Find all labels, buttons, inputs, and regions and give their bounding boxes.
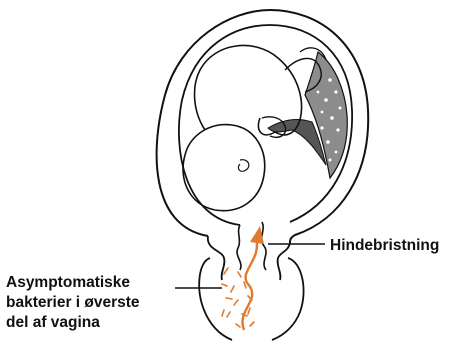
label-bacteria-line3: del af vagina (6, 313, 140, 333)
cervix-inner-right (262, 222, 266, 270)
cervix-inner-left (237, 225, 241, 270)
bacteria (222, 268, 254, 327)
label-bacteria-line2: bakterier i øverste (6, 293, 140, 313)
placenta (305, 52, 347, 178)
label-bacteria: Asymptomatiske bakterier i øverste del a… (6, 273, 140, 333)
fetus-ear (238, 160, 248, 172)
label-membrane-rupture: Hindebristning (330, 236, 439, 256)
cervix-left (208, 236, 225, 280)
label-membrane-rupture-text: Hindebristning (330, 236, 439, 256)
vagina-right-wall (272, 258, 304, 340)
arrow-head (250, 226, 264, 244)
cervix-right (278, 243, 290, 280)
label-bacteria-line1: Asymptomatiske (6, 273, 140, 293)
